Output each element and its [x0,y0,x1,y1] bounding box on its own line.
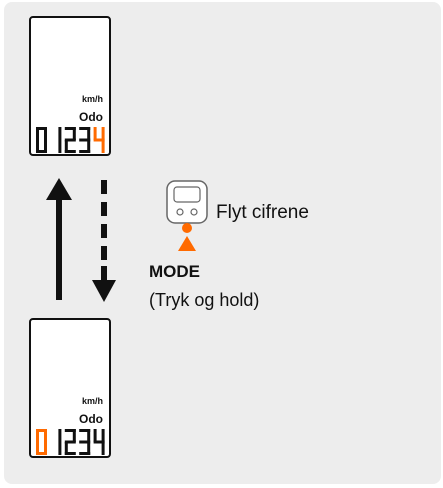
segment-d [79,150,91,153]
mode-button-icon [166,180,208,224]
segment-a [64,429,76,432]
segment-f [36,127,39,140]
segment-b [44,429,47,442]
segment-c [44,442,47,455]
top-display-unit: km/h [81,94,103,104]
segment-a [36,429,47,432]
bottom-display-mode-label: Odo [79,412,103,426]
segment-b [101,127,105,140]
segment-b [58,429,62,442]
digit-2 [64,127,76,153]
segment-f [36,429,39,442]
segment-b [72,429,76,442]
segment-b [87,127,91,140]
segment-c [101,442,105,455]
segment-f [93,127,97,140]
segment-c [87,442,91,455]
segment-a [79,429,91,432]
digit-2 [64,429,76,455]
digit-3 [79,429,91,455]
bottom-display-unit: km/h [81,396,103,406]
segment-c [44,140,47,153]
bottom-display-digits [36,429,105,455]
segment-d [64,452,76,455]
segment-g [64,440,76,444]
segment-e [36,140,39,153]
segment-d [36,150,47,153]
segment-g [93,440,105,444]
digit-1 [58,127,62,153]
segment-d [79,452,91,455]
press-hold-hint: (Tryk og hold) [149,290,260,310]
dashed-down-arrow-icon [92,180,116,302]
segment-b [44,127,47,140]
segment-c [58,442,62,455]
digit-1 [58,429,62,455]
action-label: Flyt cifrene [216,202,309,223]
segment-b [58,127,62,140]
top-display-mode-label: Odo [79,110,103,124]
top-display-digits [36,127,105,153]
segment-c [58,140,62,153]
digit-4 [93,429,105,455]
top-display: km/h Odo [29,16,111,156]
segment-a [79,127,91,130]
segment-g [93,138,105,142]
segment-d [64,150,76,153]
segment-b [101,429,105,442]
segment-b [72,127,76,140]
segment-g [79,440,91,444]
digit-0 [36,429,47,455]
segment-g [64,138,76,142]
press-indicator-icon [178,223,196,251]
up-arrow-icon [46,178,72,300]
segment-g [79,138,91,142]
segment-d [36,452,47,455]
digit-4 [93,127,105,153]
segment-c [101,140,105,153]
segment-e [36,442,39,455]
segment-f [93,429,97,442]
segment-b [87,429,91,442]
segment-e [64,140,68,153]
segment-a [64,127,76,130]
segment-a [36,127,47,130]
bottom-display: km/h Odo [29,318,111,458]
digit-3 [79,127,91,153]
mode-button-label: MODE [149,262,200,281]
digit-0 [36,127,47,153]
segment-e [64,442,68,455]
segment-c [87,140,91,153]
